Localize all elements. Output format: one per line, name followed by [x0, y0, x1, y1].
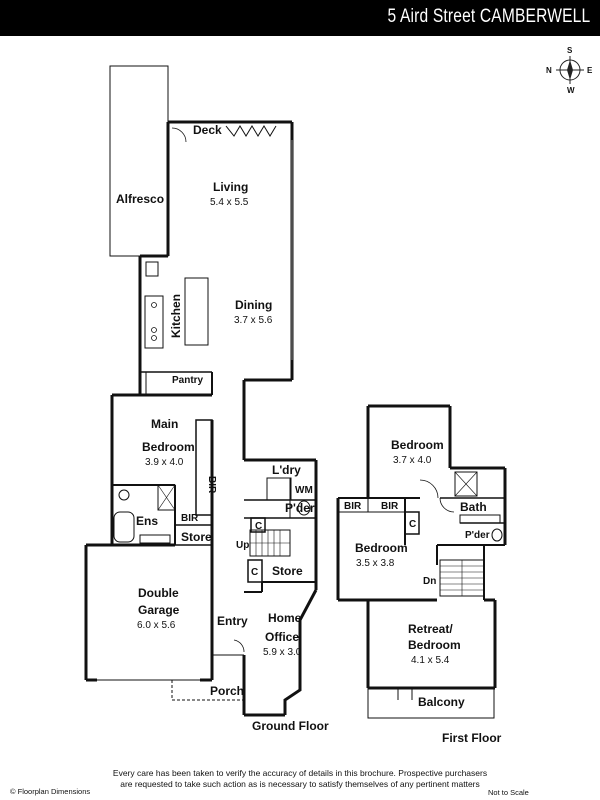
label-ens: Ens	[136, 514, 158, 528]
label-main-2: Bedroom	[142, 440, 195, 454]
compass-s: S	[567, 46, 573, 55]
label-deck: Deck	[193, 123, 222, 137]
dim-dining: 3.7 x 5.6	[234, 315, 273, 326]
label-bir-main: BIR	[206, 476, 217, 494]
ground-floor-label: Ground Floor	[252, 719, 329, 733]
first-floor-walls	[336, 404, 507, 719]
label-pantry: Pantry	[172, 375, 204, 386]
label-office-1: Home	[268, 611, 302, 625]
label-laundry: L'dry	[272, 463, 301, 477]
dim-ff-bedroom-b: 3.5 x 3.8	[356, 558, 395, 569]
label-store2: Store	[272, 564, 303, 578]
dim-ff-bedroom-a: 3.7 x 4.0	[393, 455, 432, 466]
label-dining: Dining	[235, 298, 272, 312]
dim-ff-retreat: 4.1 x 5.4	[411, 655, 450, 666]
disclaimer-line-1: Every care has been taken to verify the …	[112, 768, 488, 778]
label-ff-powder: P'der	[465, 530, 490, 541]
header-bar: 5 Aird Street CAMBERWELL	[0, 0, 600, 36]
compass-e: E	[587, 66, 593, 75]
property-address: 5 Aird Street CAMBERWELL	[387, 6, 590, 27]
label-ff-bedroom-a: Bedroom	[391, 438, 444, 452]
label-ff-retreat-2: Bedroom	[408, 638, 461, 652]
label-garage-2: Garage	[138, 603, 180, 617]
label-up: Up	[236, 540, 249, 551]
label-c2: C	[251, 567, 258, 578]
label-entry: Entry	[217, 614, 248, 628]
dim-garage: 6.0 x 5.6	[137, 620, 176, 631]
label-main-1: Main	[151, 417, 178, 431]
dim-office: 5.9 x 3.0	[263, 647, 302, 658]
compass-icon: S N E W	[546, 46, 593, 95]
label-powder: P'der	[285, 501, 315, 515]
label-store: Store	[181, 530, 212, 544]
label-c1: C	[255, 521, 262, 532]
label-ff-dn: Dn	[423, 576, 436, 587]
disclaimer: Every care has been taken to verify the …	[60, 768, 540, 790]
label-ff-bath: Bath	[460, 500, 487, 514]
label-living: Living	[213, 180, 248, 194]
disclaimer-line-2: are requested to take such action as is …	[120, 779, 480, 789]
first-floor-label: First Floor	[442, 731, 502, 745]
label-office-2: Office	[265, 630, 299, 644]
label-ff-c: C	[409, 519, 416, 530]
compass-n: N	[546, 66, 552, 75]
ground-floor-walls	[84, 65, 318, 717]
dim-main: 3.9 x 4.0	[145, 457, 184, 468]
label-ff-bir-b: BIR	[381, 501, 399, 512]
label-kitchen: Kitchen	[169, 294, 183, 338]
label-porch: Porch	[210, 684, 244, 698]
compass-w: W	[567, 86, 575, 95]
label-ff-balcony: Balcony	[418, 695, 465, 709]
label-ff-retreat-1: Retreat/	[408, 622, 453, 636]
scale-note: Not to Scale	[488, 788, 529, 797]
label-ff-bedroom-b: Bedroom	[355, 541, 408, 555]
label-wm: WM	[295, 485, 313, 496]
copyright: © Floorplan Dimensions	[10, 787, 91, 796]
label-garage-1: Double	[138, 586, 179, 600]
label-bir-ens: BIR	[181, 513, 199, 524]
dim-living: 5.4 x 5.5	[210, 197, 249, 208]
label-ff-bir-a: BIR	[344, 501, 362, 512]
label-alfresco: Alfresco	[116, 192, 164, 206]
